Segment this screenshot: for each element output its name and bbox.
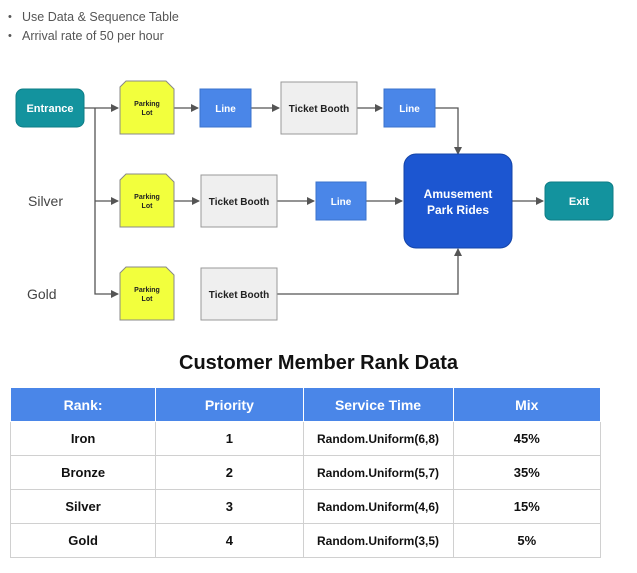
parking-lot-node: Parking Lot: [119, 80, 175, 135]
parking-lot-label: Parking: [134, 101, 160, 108]
mix-cell: 45%: [452, 421, 602, 456]
mix-cell: 15%: [452, 489, 602, 524]
priority-cell: 1: [155, 421, 304, 456]
column-header: Service Time: [302, 387, 454, 422]
rank-cell: Iron: [9, 421, 157, 456]
table-row: Iron 1 Random.Uniform(6,8) 45%: [9, 421, 602, 456]
rank-cell: Bronze: [9, 455, 157, 490]
rank-cell: Gold: [9, 523, 157, 558]
column-header: Priority: [155, 387, 304, 422]
entrance-node: Entrance: [15, 88, 85, 128]
bullet-item: Arrival rate of 50 per hour: [8, 27, 179, 46]
priority-cell: 3: [155, 489, 304, 524]
line-node: Line: [383, 88, 436, 128]
mix-cell: 35%: [452, 455, 602, 490]
service-time-cell: Random.Uniform(3,5): [302, 523, 454, 558]
rank-table: Rank: Priority Service Time Mix Iron 1 R…: [9, 387, 602, 558]
parking-lot-label: Lot: [142, 296, 154, 303]
exit-node: Exit: [544, 181, 614, 221]
flow-diagram: Entrance Silver Gold Parking Lot Parking…: [15, 80, 614, 321]
parking-lot-label: Lot: [142, 110, 154, 117]
service-time-cell: Random.Uniform(5,7): [302, 455, 454, 490]
ticket-booth-node: Ticket Booth: [200, 267, 278, 321]
rides-label: Amusement: [424, 187, 493, 201]
priority-cell: 4: [155, 523, 304, 558]
parking-lot-label: Parking: [134, 194, 160, 201]
line-node: Line: [315, 181, 367, 221]
table-row: Gold 4 Random.Uniform(3,5) 5%: [9, 523, 602, 558]
parking-lot-label: Parking: [134, 287, 160, 294]
service-time-cell: Random.Uniform(4,6): [302, 489, 454, 524]
line-node: Line: [199, 88, 252, 128]
line-label: Line: [331, 197, 352, 208]
column-header: Mix: [452, 387, 602, 422]
priority-cell: 2: [155, 455, 304, 490]
line-label: Line: [215, 104, 236, 115]
parking-lot-node: Parking Lot: [119, 173, 175, 228]
ticket-booth-label: Ticket Booth: [209, 197, 269, 208]
ticket-booth-label: Ticket Booth: [209, 290, 269, 301]
table-header-row: Rank: Priority Service Time Mix: [9, 387, 602, 422]
ticket-booth-node: Ticket Booth: [200, 174, 278, 228]
ticket-booth-label: Ticket Booth: [289, 104, 349, 115]
exit-label: Exit: [569, 196, 590, 208]
column-header: Rank:: [9, 387, 157, 422]
parking-lot-node: Parking Lot: [119, 266, 175, 321]
bullet-list: Use Data & Sequence Table Arrival rate o…: [8, 8, 179, 46]
ticket-booth-node: Ticket Booth: [280, 81, 358, 135]
table-title: Customer Member Rank Data: [179, 352, 458, 374]
service-time-cell: Random.Uniform(6,8): [302, 421, 454, 456]
connectors: [84, 104, 544, 298]
table-row: Bronze 2 Random.Uniform(5,7) 35%: [9, 455, 602, 490]
line-label: Line: [399, 104, 420, 115]
parking-lot-label: Lot: [142, 203, 154, 210]
rank-cell: Silver: [9, 489, 157, 524]
mix-cell: 5%: [452, 523, 602, 558]
silver-label: Silver: [28, 193, 63, 209]
gold-label: Gold: [27, 286, 57, 302]
bullet-item: Use Data & Sequence Table: [8, 8, 179, 27]
entrance-label: Entrance: [26, 103, 73, 115]
table-row: Silver 3 Random.Uniform(4,6) 15%: [9, 489, 602, 524]
rides-node: Amusement Park Rides: [403, 153, 513, 249]
rides-label: Park Rides: [427, 203, 489, 217]
